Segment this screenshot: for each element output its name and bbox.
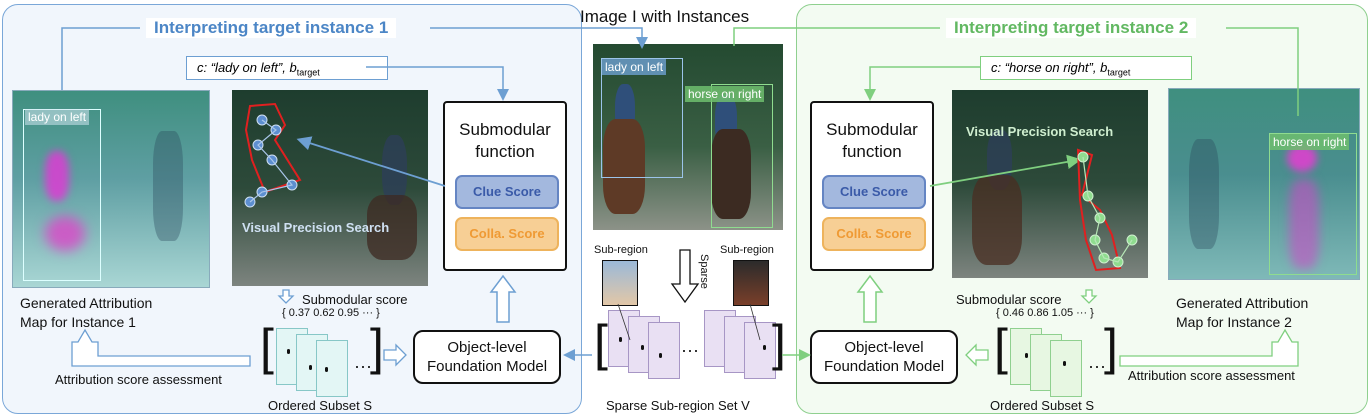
left-panel-title: Interpreting target instance 1 [146,18,397,38]
attribution-map-instance-2: horse on right [1168,88,1360,280]
submodular-function-right: Submodular function Clue Score Colla. Sc… [810,101,934,271]
visual-search-image-2 [952,90,1148,278]
attribution-tag-right: horse on right [1270,134,1350,150]
search-label-left: Visual Precision Search [242,220,390,235]
submodular-score-label-right: Submodular score [956,292,1062,307]
instance-tag-right: horse on right [685,86,765,102]
submodular-title-right-1: Submodular [826,120,918,139]
attribution-tag-left: lady on left [25,109,90,125]
visual-search-image-1 [232,90,428,286]
submodular-score-label-left: Submodular score [302,292,408,307]
colla-score-left: Colla. Score [455,217,559,251]
score-values-left: { 0.37 0.62 0.95 ··· } [282,307,380,319]
attribution-caption-right-2: Map for Instance 2 [1176,314,1292,330]
foundation-model-right: Object-level Foundation Model [810,330,958,384]
subregion-thumb-left [602,260,638,306]
score-values-right: { 0.46 0.86 1.05 ··· } [996,307,1094,319]
sparse-label: Sparse [698,254,710,289]
submodular-title-left-1: Submodular [459,120,551,139]
right-panel-title: Interpreting target instance 2 [946,18,1197,38]
submodular-title-left-2: function [475,142,535,161]
right-condition-box: c: “horse on right”, btarget [980,56,1192,80]
attribution-caption-left-2: Map for Instance 1 [20,314,136,330]
clue-score-left: Clue Score [455,175,559,209]
submodular-title-right-2: function [842,142,902,161]
attribution-map-instance-1: lady on left [12,90,210,288]
attribution-caption-left-1: Generated Attribution [20,295,153,311]
ordered-subset-left: Ordered Subset S [268,398,373,413]
assessment-label-left: Attribution score assessment [55,372,222,387]
subregion-left-label: Sub-region [594,244,648,256]
image-title: Image I with Instances [580,7,750,26]
left-condition-box: c: “lady on left”, btarget [186,56,388,80]
sparse-set-label: Sparse Sub-region Set V [606,398,750,413]
search-label-right: Visual Precision Search [966,124,1114,139]
submodular-function-left: Submodular function Clue Score Colla. Sc… [443,101,567,271]
instance-tag-left: lady on left [602,59,667,75]
subregion-thumb-right [733,260,769,306]
colla-score-right: Colla. Score [822,217,926,251]
foundation-model-left: Object-level Foundation Model [413,330,561,384]
input-image: lady on left horse on right [593,44,783,230]
attribution-caption-right-1: Generated Attribution [1176,295,1309,311]
ordered-subset-right: Ordered Subset S [990,398,1095,413]
subregion-right-label: Sub-region [720,244,774,256]
assessment-label-right: Attribution score assessment [1128,368,1295,383]
clue-score-right: Clue Score [822,175,926,209]
